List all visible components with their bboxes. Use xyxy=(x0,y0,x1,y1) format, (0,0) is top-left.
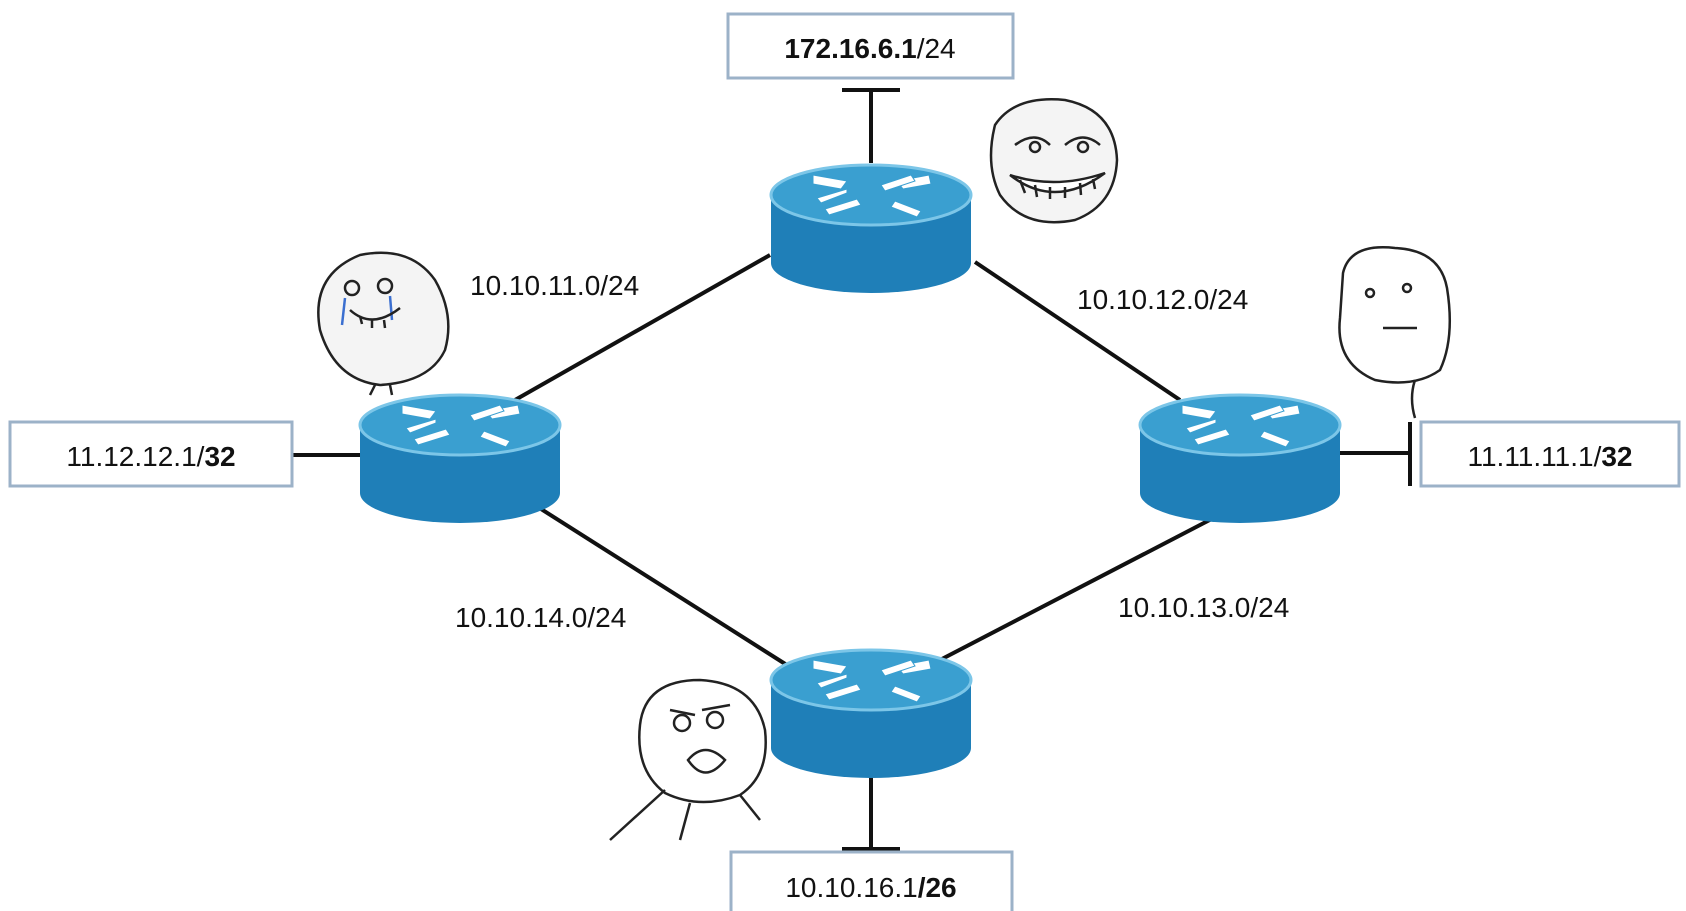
address-bottom-plain: 10.10.16.1 xyxy=(785,872,917,903)
forever-alone-icon xyxy=(317,251,450,396)
address-box-right: 11.11.11.1/32 xyxy=(1419,420,1681,488)
poker-face-icon xyxy=(1338,246,1451,419)
svg-text:172.16.6.1/24: 172.16.6.1/24 xyxy=(784,33,955,64)
address-left-bold: 32 xyxy=(204,441,235,472)
address-box-top: 172.16.6.1/24 xyxy=(726,12,1015,80)
router-left-icon xyxy=(358,393,562,525)
svg-text:10.10.16.1/26: 10.10.16.1/26 xyxy=(785,872,956,903)
router-right-icon xyxy=(1138,393,1342,525)
link-top-right xyxy=(973,260,1182,402)
link-left-bottom xyxy=(528,500,792,669)
svg-text:11.12.12.1/32: 11.12.12.1/32 xyxy=(66,441,235,472)
address-box-bottom: 10.10.16.1/26 xyxy=(729,850,1014,911)
svg-text:11.11.11.1/32: 11.11.11.1/32 xyxy=(1467,441,1632,472)
router-top-icon xyxy=(769,163,973,295)
link-top-left xyxy=(514,253,771,402)
address-bottom-bold: /26 xyxy=(918,872,957,903)
y-u-no-icon xyxy=(609,678,767,841)
address-top-bold: 172.16.6.1 xyxy=(784,33,916,64)
link-label-top-right: 10.10.12.0/24 xyxy=(1077,284,1248,315)
address-box-left: 11.12.12.1/32 xyxy=(8,420,294,488)
trollface-icon xyxy=(989,98,1119,224)
link-label-bottom-left: 10.10.14.0/24 xyxy=(455,602,626,633)
address-right-bold: 32 xyxy=(1601,441,1632,472)
address-right-plain: 11.11.11.1/ xyxy=(1467,441,1601,472)
link-label-bottom-right: 10.10.13.0/24 xyxy=(1118,592,1289,623)
address-left-plain: 11.12.12.1/ xyxy=(66,441,204,472)
link-right-bottom xyxy=(939,510,1226,662)
address-top-prefix: /24 xyxy=(917,33,956,64)
router-bottom-icon xyxy=(769,648,973,780)
link-label-top-left: 10.10.11.0/24 xyxy=(470,270,639,301)
